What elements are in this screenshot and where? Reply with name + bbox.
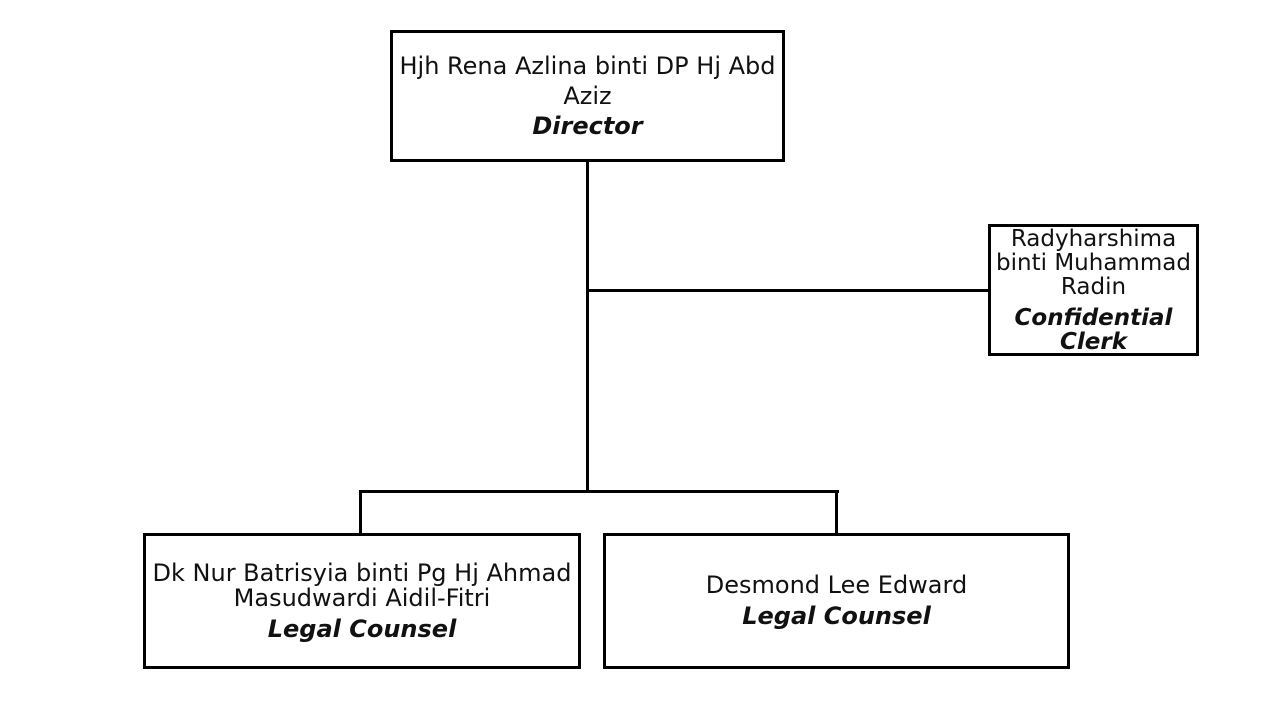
connector-director-trunk bbox=[586, 161, 589, 492]
org-node-director: Hjh Rena Azlina binti DP Hj Abd Aziz Dir… bbox=[390, 30, 785, 162]
person-name: Desmond Lee Edward bbox=[705, 571, 968, 599]
connector-stub-counsel-1 bbox=[359, 490, 362, 533]
role-title: Director bbox=[532, 112, 643, 140]
org-node-confidential-clerk: Radyharshima binti Muhammad Radin Confid… bbox=[988, 224, 1199, 356]
org-node-legal-counsel-2: Desmond Lee Edward Legal Counsel bbox=[603, 533, 1070, 669]
role-title: Legal Counsel bbox=[742, 602, 931, 630]
connector-clerk-branch bbox=[588, 289, 988, 292]
connector-children-rail bbox=[359, 490, 839, 493]
role-title: Legal Counsel bbox=[267, 614, 457, 643]
role-title: Confidential Clerk bbox=[1014, 304, 1173, 355]
person-name: Radyharshima binti Muhammad Radin bbox=[996, 225, 1191, 300]
connector-stub-counsel-2 bbox=[835, 490, 838, 533]
person-name: Dk Nur Batrisyia binti Pg Hj Ahmad Masud… bbox=[152, 558, 572, 612]
person-name: Hjh Rena Azlina binti DP Hj Abd Aziz bbox=[399, 52, 776, 110]
org-node-legal-counsel-1: Dk Nur Batrisyia binti Pg Hj Ahmad Masud… bbox=[143, 533, 581, 669]
